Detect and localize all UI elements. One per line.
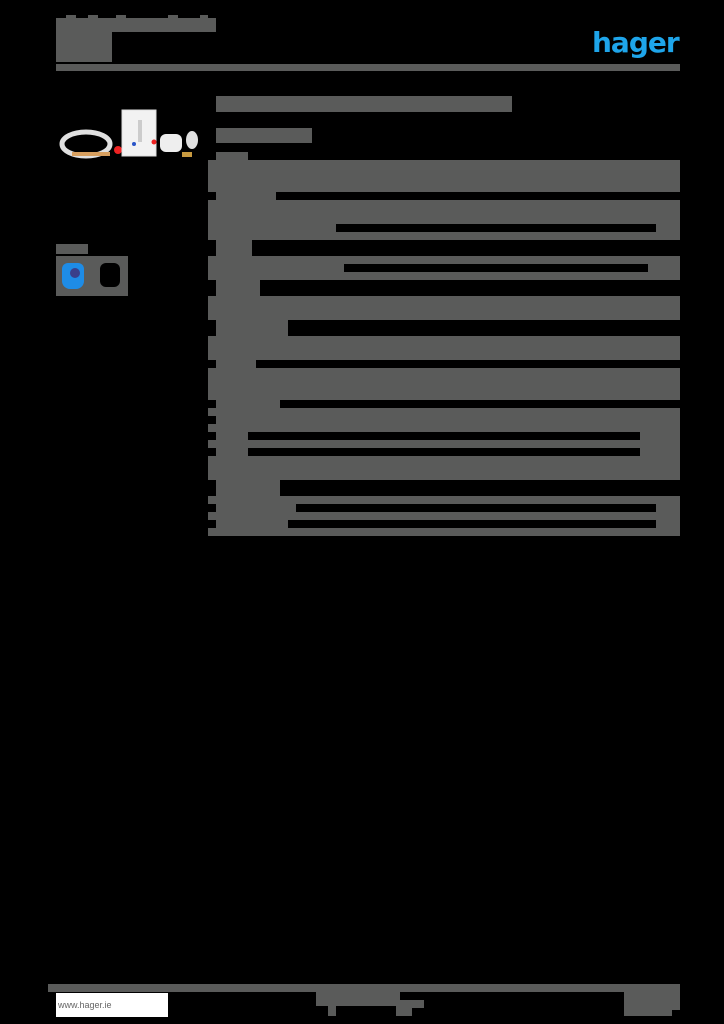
product-image (58, 100, 198, 162)
spec-left-notch (208, 448, 216, 456)
header-rule (56, 64, 680, 71)
spec-label-column (216, 360, 256, 370)
spec-row (208, 160, 680, 192)
section-label (216, 152, 248, 162)
spec-row-divider (296, 504, 656, 512)
header-title-ascender (88, 15, 98, 19)
product-subheading (216, 128, 312, 143)
spec-label-column (216, 320, 288, 336)
spec-left-notch (208, 416, 216, 424)
spec-row (208, 200, 680, 240)
spec-row-divider (336, 224, 656, 232)
spec-left-notch (208, 432, 216, 440)
spec-row-divider (344, 264, 648, 272)
icon-group-label (56, 244, 88, 254)
footer-center-text (316, 990, 400, 1006)
spec-label-column (216, 480, 280, 496)
spec-row-divider (248, 432, 640, 440)
header-title-ascender (66, 15, 76, 19)
footer-center-tail (400, 1000, 424, 1008)
footer-center-descender (396, 1004, 412, 1016)
spec-left-notch (208, 520, 216, 528)
spec-row (208, 368, 680, 400)
footer-rule (48, 984, 680, 992)
hager-logo: hager (592, 26, 680, 59)
spec-left-notch (208, 504, 216, 512)
footer-url-link[interactable]: www.hager.ie (56, 993, 168, 1017)
spec-label-column (216, 184, 276, 208)
footer-center-descender (328, 1004, 336, 1016)
header-title-ascender (168, 15, 178, 19)
header-subtitle-block (56, 32, 112, 62)
footer-page-info (624, 990, 680, 1010)
black-device-icon (100, 263, 120, 287)
spec-row-divider (288, 520, 656, 528)
spec-row-divider (248, 448, 640, 456)
product-heading (216, 96, 512, 112)
blue-app-icon-inner (70, 268, 80, 278)
spec-label-column (216, 280, 260, 298)
spec-label-column (216, 400, 280, 410)
spec-row (208, 296, 680, 320)
section-label (216, 240, 252, 258)
header-title-block (56, 18, 216, 32)
footer-page-info-2 (624, 1008, 672, 1016)
spec-row (208, 336, 680, 360)
header-title-ascender (116, 15, 126, 19)
spec-row (208, 496, 680, 536)
spec-row (208, 408, 680, 480)
header-title-ascender (200, 15, 208, 19)
